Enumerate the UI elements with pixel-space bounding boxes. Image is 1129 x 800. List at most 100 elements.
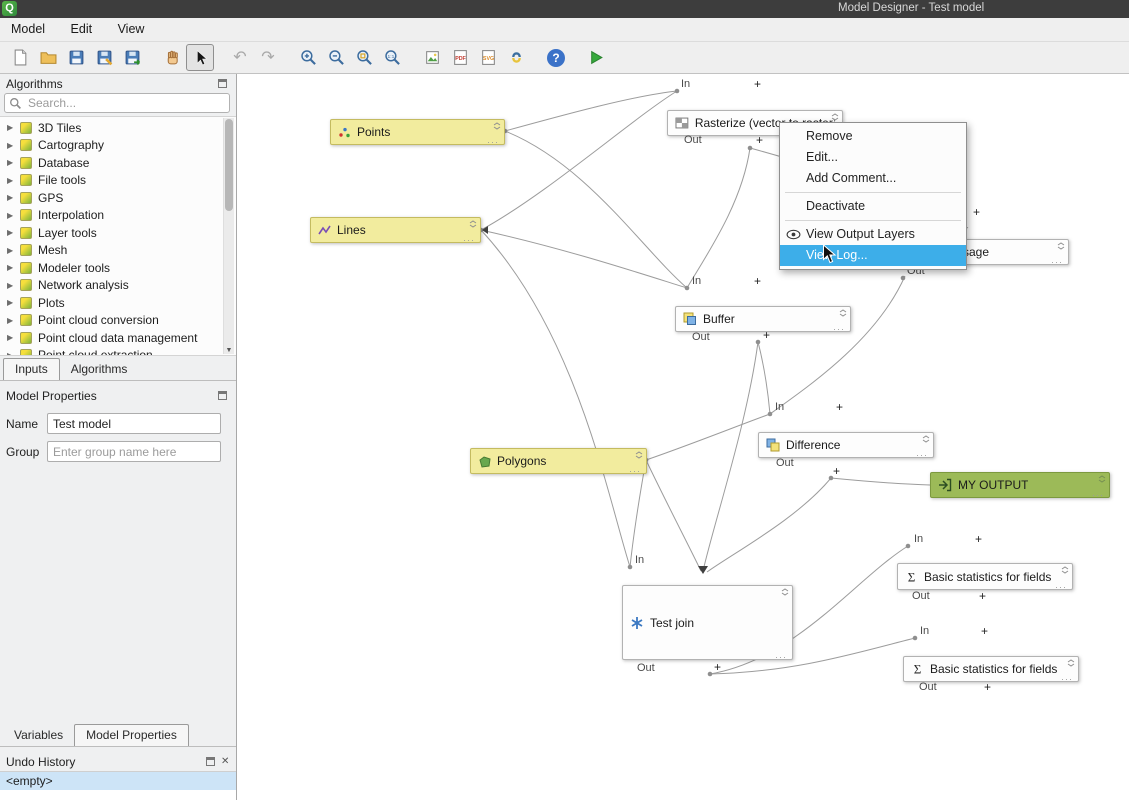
model-node-difference[interactable]: Difference ···	[758, 432, 934, 460]
tree-item-gps[interactable]: ▶GPS	[0, 189, 236, 207]
menu-edit[interactable]: Edit	[70, 22, 93, 36]
export-as-image-button[interactable]	[418, 44, 446, 71]
menu-item-view-output-layers[interactable]: View Output Layers	[780, 224, 966, 245]
menu-item-add-comment[interactable]: Add Comment...	[806, 171, 897, 185]
model-node-basic-statistics-1[interactable]: Σ Basic statistics for fields ···	[897, 563, 1073, 592]
add-link-plus[interactable]: +	[836, 400, 844, 414]
collapse-icon[interactable]	[1067, 659, 1075, 667]
model-node-my-output[interactable]: MY OUTPUT ···	[930, 472, 1110, 500]
add-link-plus[interactable]: +	[754, 77, 762, 91]
menu-model[interactable]: Model	[11, 22, 46, 36]
expand-arrow-icon[interactable]: ▶	[7, 140, 14, 150]
scrollbar-down-arrow[interactable]: ▼	[225, 347, 233, 354]
expand-arrow-icon[interactable]: ▶	[7, 210, 14, 220]
tree-item-point-cloud-conversion[interactable]: ▶Point cloud conversion	[0, 312, 236, 330]
new-model-button[interactable]	[6, 44, 34, 71]
tab-inputs[interactable]: Inputs	[3, 358, 60, 380]
tree-item-cartography[interactable]: ▶Cartography	[0, 137, 236, 155]
pan-tool-button[interactable]	[158, 44, 186, 71]
tree-item-layer-tools[interactable]: ▶Layer tools	[0, 224, 236, 242]
select-tool-button[interactable]	[186, 44, 214, 71]
help-button[interactable]: ?	[542, 44, 570, 71]
undo-history-row-empty[interactable]: <empty>	[0, 772, 236, 790]
save-model-as-button[interactable]	[90, 44, 118, 71]
tab-algorithms[interactable]: Algorithms	[70, 362, 128, 376]
expand-arrow-icon[interactable]: ▶	[7, 193, 14, 203]
collapse-icon[interactable]	[1061, 566, 1069, 574]
model-node-polygons[interactable]: Polygons ···	[470, 448, 647, 476]
zoom-out-button[interactable]	[322, 44, 350, 71]
expand-arrow-icon[interactable]: ▶	[7, 298, 14, 308]
expand-arrow-icon[interactable]: ▶	[7, 350, 14, 356]
export-as-python-button[interactable]	[502, 44, 530, 71]
collapse-icon[interactable]	[493, 122, 501, 130]
open-model-button[interactable]	[34, 44, 62, 71]
expand-arrow-icon[interactable]: ▶	[7, 158, 14, 168]
collapse-icon[interactable]	[469, 220, 477, 228]
run-model-button[interactable]	[582, 44, 610, 71]
tab-variables[interactable]: Variables	[14, 728, 64, 742]
expand-arrow-icon[interactable]: ▶	[7, 175, 14, 185]
collapse-icon[interactable]	[1057, 242, 1065, 250]
model-canvas[interactable]: Points ··· Lines ··· Polygons ··· Raster…	[237, 74, 1129, 800]
model-node-basic-statistics-2[interactable]: Σ Basic statistics for fields ···	[903, 656, 1079, 684]
expand-arrow-icon[interactable]: ▶	[7, 333, 14, 343]
float-panel-icon[interactable]	[218, 79, 227, 88]
expand-arrow-icon[interactable]: ▶	[7, 228, 14, 238]
float-panel-icon[interactable]	[218, 391, 227, 400]
close-panel-icon[interactable]: ✕	[221, 756, 230, 767]
add-link-plus[interactable]: +	[714, 660, 722, 674]
add-link-plus[interactable]: +	[833, 464, 841, 478]
add-link-plus[interactable]: +	[979, 589, 987, 603]
tree-item-point-cloud-data-management[interactable]: ▶Point cloud data management	[0, 329, 236, 347]
zoom-full-button[interactable]	[350, 44, 378, 71]
expand-arrow-icon[interactable]: ▶	[7, 245, 14, 255]
search-input[interactable]	[26, 95, 225, 111]
collapse-icon[interactable]	[831, 113, 839, 121]
add-link-plus[interactable]: +	[984, 680, 992, 694]
save-as-template-button[interactable]	[118, 44, 146, 71]
menu-item-remove[interactable]: Remove	[806, 129, 853, 143]
redo-button[interactable]: ↷	[254, 44, 282, 71]
save-model-button[interactable]	[62, 44, 90, 71]
collapse-icon[interactable]	[922, 435, 930, 443]
expand-arrow-icon[interactable]: ▶	[7, 280, 14, 290]
export-as-pdf-button[interactable]: PDF	[446, 44, 474, 71]
model-node-lines[interactable]: Lines ···	[310, 217, 481, 245]
scrollbar-thumb[interactable]	[225, 119, 233, 211]
tree-item-plots[interactable]: ▶Plots	[0, 294, 236, 312]
menu-item-deactivate[interactable]: Deactivate	[806, 199, 866, 213]
model-node-buffer[interactable]: Buffer ···	[675, 306, 851, 334]
add-link-plus[interactable]: +	[756, 133, 764, 147]
menu-view[interactable]: View	[117, 22, 145, 36]
tree-item-file-tools[interactable]: ▶File tools	[0, 172, 236, 190]
model-name-field[interactable]	[47, 413, 221, 434]
expand-arrow-icon[interactable]: ▶	[7, 263, 14, 273]
collapse-icon[interactable]	[635, 451, 643, 459]
add-link-plus[interactable]: +	[973, 205, 981, 219]
expand-arrow-icon[interactable]: ▶	[7, 315, 14, 325]
expand-arrow-icon[interactable]: ▶	[7, 123, 14, 133]
add-link-plus[interactable]: +	[981, 624, 989, 638]
tree-scrollbar[interactable]: ▼	[223, 118, 234, 354]
add-link-plus[interactable]: +	[763, 328, 771, 342]
menu-item-edit[interactable]: Edit...	[806, 150, 838, 164]
model-group-field[interactable]	[47, 441, 221, 462]
zoom-actual-button[interactable]: 1:1	[378, 44, 406, 71]
model-node-test-join[interactable]: Test join ···	[622, 585, 793, 662]
menu-item-view-log[interactable]: View Log...	[780, 245, 966, 266]
float-panel-icon[interactable]	[206, 757, 215, 766]
zoom-in-button[interactable]	[294, 44, 322, 71]
collapse-icon[interactable]	[781, 588, 789, 596]
tree-item-mesh[interactable]: ▶Mesh	[0, 242, 236, 260]
tab-model-properties[interactable]: Model Properties	[74, 724, 189, 746]
tree-item-interpolation[interactable]: ▶Interpolation	[0, 207, 236, 225]
model-node-points[interactable]: Points ···	[330, 119, 505, 147]
add-link-plus[interactable]: +	[754, 274, 762, 288]
export-as-svg-button[interactable]: SVG	[474, 44, 502, 71]
tree-item-network-analysis[interactable]: ▶Network analysis	[0, 277, 236, 295]
tree-item-point-cloud-extraction[interactable]: ▶Point cloud extraction	[0, 347, 236, 356]
tree-item-database[interactable]: ▶Database	[0, 154, 236, 172]
add-link-plus[interactable]: +	[975, 532, 983, 546]
collapse-icon[interactable]	[1098, 475, 1106, 483]
